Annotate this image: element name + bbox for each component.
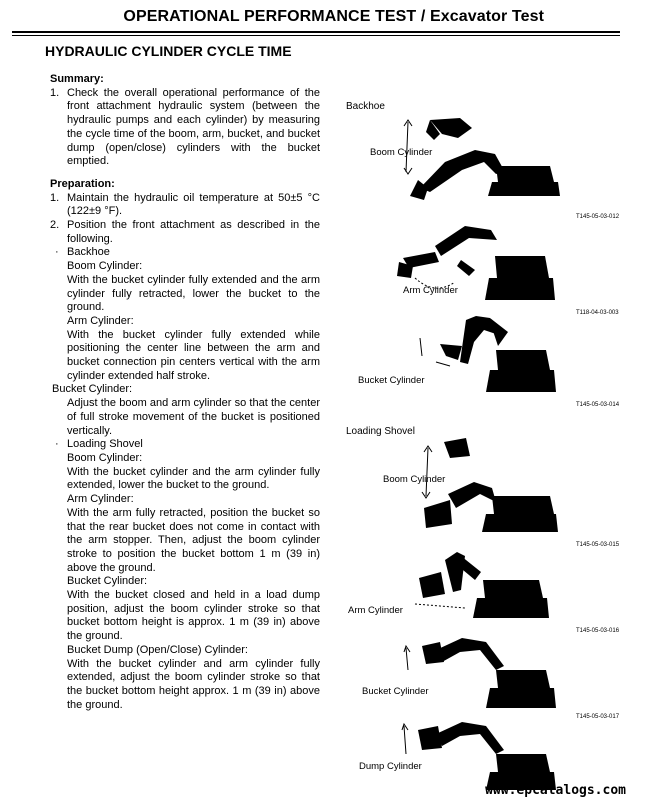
- figure-code: T145-05-03-014: [576, 402, 620, 408]
- watermark: www.epcatalogs.com: [485, 783, 626, 798]
- figure-code: T145-05-03-015: [576, 542, 620, 548]
- backhoe-boom-text: With the bucket cylinder fully extended …: [67, 273, 320, 314]
- shovel-block: Boom Cylinder: With the bucket cylinder …: [50, 452, 320, 712]
- backhoe-title: Backhoe: [67, 246, 110, 259]
- shovel-bucket-text: With the bucket closed and held in a loa…: [67, 589, 320, 643]
- shovel-title: Loading Shovel: [67, 438, 143, 451]
- item-text: Check the overall operational performanc…: [67, 86, 320, 168]
- shovel-arm-text: With the arm fully retracted, position t…: [67, 506, 320, 574]
- shovel-boom-text: With the bucket cylinder and the arm cyl…: [67, 465, 320, 492]
- backhoe-arm-figure: [397, 226, 555, 300]
- shovel-dump-text: With the bucket cylinder and arm cylinde…: [67, 657, 320, 711]
- shovel-arm-title: Arm Cylinder:: [67, 493, 134, 506]
- backhoe-arm-title: Arm Cylinder:: [67, 314, 134, 327]
- shovel-dump-title: Bucket Dump (Open/Close) Cylinder:: [67, 643, 248, 656]
- summary-heading: Summary:: [50, 73, 104, 85]
- bullet-mark: ·: [55, 246, 59, 259]
- backhoe-bucket-figure: [419, 316, 556, 392]
- figure-label: Arm Cylinder: [348, 605, 403, 616]
- shovel-bucket-title: Bucket Cylinder:: [67, 575, 148, 588]
- figure-label: Bucket Cylinder: [362, 686, 429, 697]
- shovel-bucket-figure: [403, 638, 556, 708]
- item-number: 1.: [50, 86, 60, 99]
- shovel-boom-figure: [421, 438, 558, 532]
- preparation-heading: Preparation:: [50, 177, 115, 190]
- header-rule-thin: [12, 35, 620, 36]
- figure-code: T145-05-03-012: [576, 214, 620, 220]
- shovel-dump-figure: [401, 722, 556, 790]
- shovel-group-label: Loading Shovel: [346, 426, 415, 437]
- figure-code: T118-04-03-003: [576, 310, 619, 316]
- item-number: 2.: [50, 219, 60, 232]
- figure-label: Boom Cylinder: [370, 147, 433, 158]
- backhoe-arm-text: With the bucket cylinder fully extended …: [67, 328, 320, 382]
- item-text: Position the front attachment as describ…: [67, 219, 320, 245]
- page-title: OPERATIONAL PERFORMANCE TEST / Excavator…: [123, 8, 544, 25]
- figure-code: T145-05-03-016: [576, 628, 620, 634]
- section-title: HYDRAULIC CYLINDER CYCLE TIME: [45, 43, 292, 59]
- item-text: Maintain the hydraulic oil temperature a…: [67, 191, 320, 218]
- preparation-item-1: 1. Maintain the hydraulic oil temperatur…: [50, 192, 320, 219]
- item-number: 1.: [50, 191, 60, 204]
- backhoe-bucket-text: Adjust the boom and arm cylinder so that…: [67, 397, 320, 437]
- instructions-column: Summary: 1. Check the overall operationa…: [50, 73, 320, 712]
- shovel-bullet: · Loading Shovel: [50, 438, 320, 452]
- backhoe-bucket-title: Bucket Cylinder:: [52, 383, 133, 396]
- figure-label: Boom Cylinder: [383, 474, 446, 485]
- figure-label: Arm Cylinder: [403, 285, 458, 296]
- figure-code: T145-05-03-017: [576, 714, 620, 720]
- figure-label: Bucket Cylinder: [358, 375, 425, 386]
- preparation-item-2: 2. Position the front attachment as desc…: [50, 219, 320, 246]
- page-header: OPERATIONAL PERFORMANCE TEST / Excavator…: [0, 0, 670, 36]
- shovel-arm-figure: [414, 552, 549, 618]
- backhoe-block: Boom Cylinder: With the bucket cylinder …: [50, 260, 320, 383]
- bullet-mark: ·: [55, 438, 59, 451]
- backhoe-boom-title: Boom Cylinder:: [67, 260, 143, 273]
- backhoe-bullet: · Backhoe: [50, 246, 320, 260]
- backhoe-group-label: Backhoe: [346, 101, 385, 112]
- figure-label: Dump Cylinder: [359, 761, 422, 772]
- backhoe-boom-figure: [403, 118, 560, 200]
- shovel-boom-title: Boom Cylinder:: [67, 451, 143, 464]
- header-rule-thick: [12, 31, 620, 33]
- summary-item-1: 1. Check the overall operational perform…: [50, 87, 320, 169]
